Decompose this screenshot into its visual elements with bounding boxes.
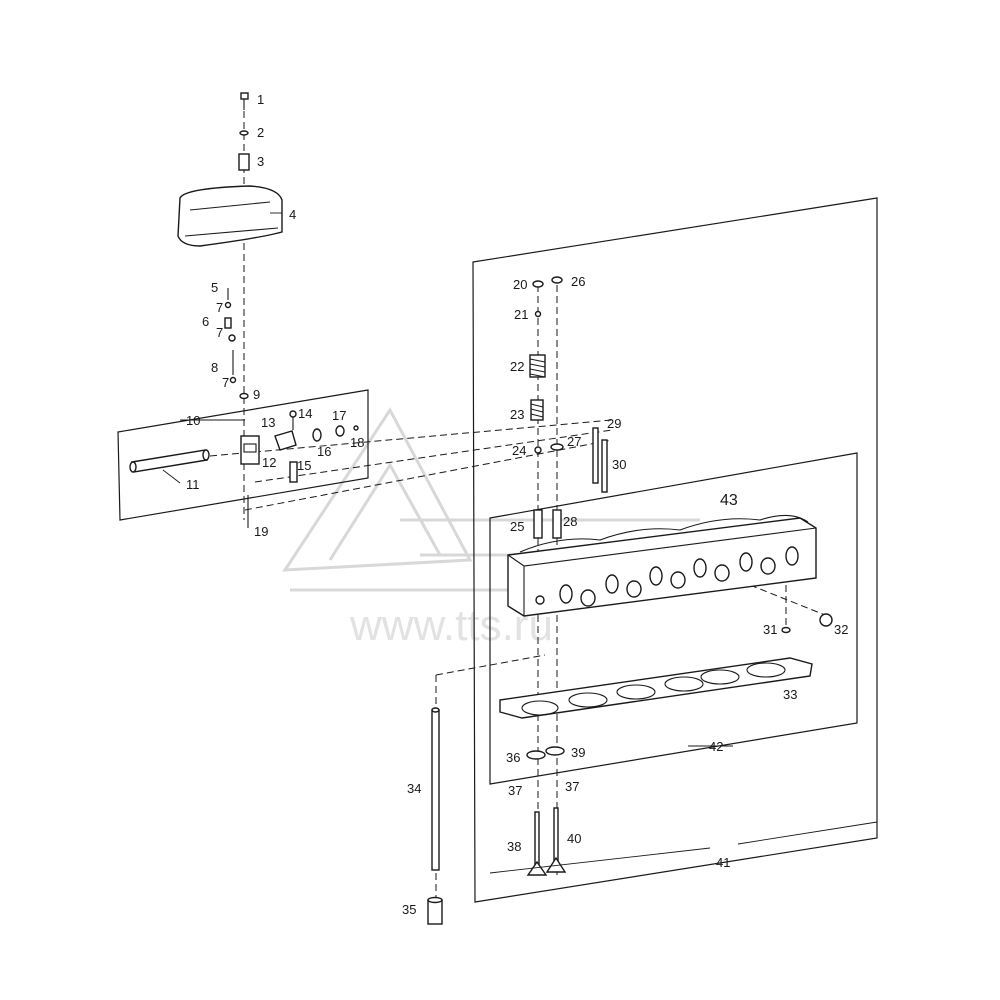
callout-27: 27 [567, 434, 581, 449]
callout-23: 23 [510, 407, 524, 422]
callout-14: 14 [298, 406, 312, 421]
pushrod-29 [592, 427, 599, 484]
callout-42: 42 [709, 739, 723, 754]
frame-10-rocker-assembly [117, 389, 369, 521]
callout-2: 2 [257, 125, 264, 140]
spring-22 [529, 354, 546, 378]
callout-24: 24 [512, 443, 526, 458]
callout-leaders [162, 212, 878, 874]
retainer-26 [551, 276, 563, 284]
callout-6: 6 [202, 314, 209, 329]
sleeve-3 [238, 153, 250, 171]
pin-18 [353, 425, 359, 431]
cylinder-head-43 [507, 514, 817, 617]
callout-30: 30 [612, 457, 626, 472]
callout-40: 40 [567, 831, 581, 846]
frame-42-head-subassembly [489, 452, 858, 785]
intake-valve-38 [526, 811, 548, 876]
callout-38: 38 [507, 839, 521, 854]
callout-21: 21 [514, 307, 528, 322]
callout-12: 12 [262, 455, 276, 470]
washer-2 [239, 130, 249, 136]
callout-11: 11 [186, 477, 200, 492]
spacer-15 [289, 461, 298, 483]
callout-numbers: 1 2 3 4 5 6 7 7 7 8 9 10 11 12 13 14 15 … [186, 92, 848, 917]
frame-41-cylinder-head-assembly [472, 197, 878, 903]
callout-37b: 37 [565, 779, 579, 794]
pushrod-34 [431, 707, 440, 871]
callout-22: 22 [510, 359, 524, 374]
callout-7c: 7 [222, 375, 229, 390]
head-gasket-33 [499, 657, 813, 719]
callout-26: 26 [571, 274, 585, 289]
callout-1: 1 [257, 92, 264, 107]
seat-27 [550, 443, 564, 451]
callout-39: 39 [571, 745, 585, 760]
callout-7a: 7 [216, 300, 223, 315]
callout-3: 3 [257, 154, 264, 169]
washer-17 [335, 425, 345, 437]
callout-29: 29 [607, 416, 621, 431]
valve-cover-4 [177, 185, 283, 247]
bolt-1 [240, 92, 249, 110]
seat-insert-39 [545, 746, 565, 756]
callout-13: 13 [261, 415, 275, 430]
callout-32: 32 [834, 622, 848, 637]
callout-5: 5 [211, 280, 218, 295]
callout-10: 10 [186, 413, 200, 428]
callout-36: 36 [506, 750, 520, 765]
callout-37a: 37 [508, 783, 522, 798]
spring-23 [530, 399, 544, 421]
callout-17: 17 [332, 408, 346, 423]
rocker-arm-12 [240, 435, 260, 465]
callout-16: 16 [317, 444, 331, 459]
callout-7b: 7 [216, 325, 223, 340]
callout-41: 41 [716, 855, 730, 870]
callout-28: 28 [563, 514, 577, 529]
callout-34: 34 [407, 781, 421, 796]
callout-20: 20 [513, 277, 527, 292]
callout-9: 9 [253, 387, 260, 402]
guide-28 [552, 509, 562, 539]
exhaust-valve-40 [545, 807, 567, 873]
callout-4: 4 [289, 207, 296, 222]
callout-25: 25 [510, 519, 524, 534]
spring-16 [312, 428, 322, 442]
screw-14 [289, 410, 297, 430]
tappet-35 [427, 896, 443, 925]
key-21 [534, 310, 542, 318]
rocker-shaft-11 [129, 449, 210, 473]
bolt-31 [781, 626, 791, 634]
adjuster-parts-5-9 [224, 288, 249, 400]
rocker-arm-13 [274, 430, 297, 451]
plug-32 [819, 613, 833, 627]
guide-25 [533, 509, 543, 539]
callout-15: 15 [297, 458, 311, 473]
seal-24 [534, 446, 542, 454]
retainer-20 [532, 280, 544, 288]
callout-33: 33 [783, 687, 797, 702]
seat-insert-36 [526, 750, 546, 760]
callout-19: 19 [254, 524, 268, 539]
callout-35: 35 [402, 902, 416, 917]
pushrod-30 [601, 439, 608, 493]
callout-43: 43 [720, 492, 738, 509]
callout-31: 31 [763, 622, 777, 637]
callout-8: 8 [211, 360, 218, 375]
callout-18: 18 [350, 435, 364, 450]
